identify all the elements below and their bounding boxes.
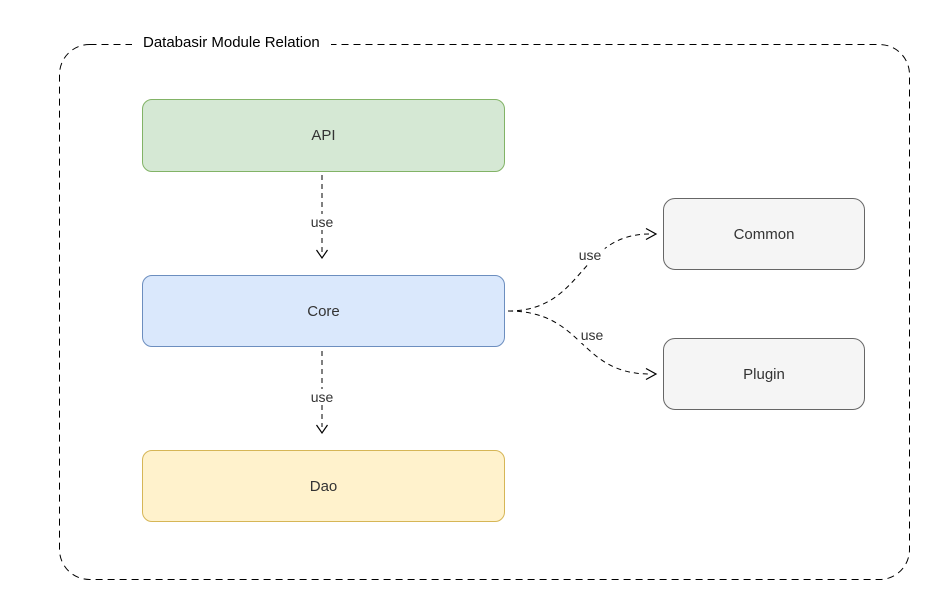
node-dao: Dao xyxy=(142,450,505,522)
edge-label-api-core: use xyxy=(307,214,337,230)
edge-label-core-common: use xyxy=(575,247,605,263)
edge-core-common xyxy=(507,233,651,312)
node-core: Core xyxy=(142,275,505,347)
node-api: API xyxy=(142,99,505,172)
node-api-label: API xyxy=(311,127,336,144)
node-common: Common xyxy=(663,198,865,270)
edge-label-core-plugin: use xyxy=(577,327,607,343)
arrowhead-core-plugin xyxy=(645,367,658,381)
node-common-label: Common xyxy=(733,225,795,243)
node-dao-label: Dao xyxy=(309,477,338,495)
container-frame xyxy=(59,44,910,580)
node-plugin-label: Plugin xyxy=(743,365,785,383)
node-plugin: Plugin xyxy=(663,338,865,410)
arrowhead-core-common xyxy=(645,227,658,241)
arrowhead-core-dao xyxy=(316,424,328,435)
edge-label-core-dao: use xyxy=(307,389,337,405)
arrowhead-api-core xyxy=(316,249,328,260)
node-core-label: Core xyxy=(307,302,340,320)
diagram-title: Databasir Module Relation xyxy=(132,34,331,52)
